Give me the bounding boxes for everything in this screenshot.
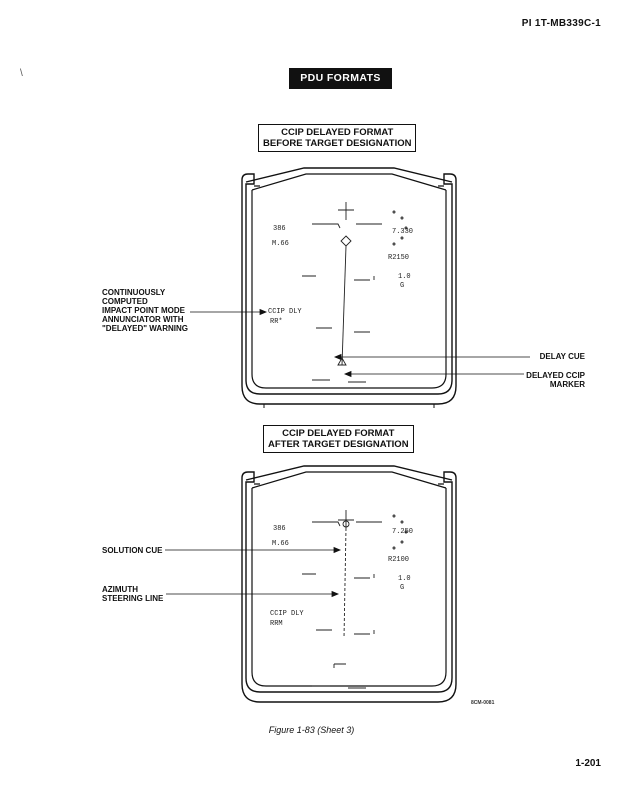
callout-line: MARKER <box>549 380 585 389</box>
callout-solution-cue: SOLUTION CUE <box>102 546 163 555</box>
callout-delayed-ccip-marker: DELAYED CCIP MARKER <box>526 371 585 389</box>
margin-mark: \ <box>20 68 23 79</box>
diagram2-mode-annunciator: CCIP DLY <box>270 610 304 618</box>
callout-line: STEERING LINE <box>102 594 164 603</box>
figure-caption: Figure 1-83 (Sheet 3) <box>268 725 355 735</box>
diagram1-radar-altitude-readout: R2150 <box>388 254 410 262</box>
diagram1-weapon-readout: RR* <box>270 318 283 326</box>
callout-line: CONTINUOUSLY <box>102 288 166 297</box>
diagram2-title-line1: CCIP DELAYED FORMAT <box>282 428 395 439</box>
diagram1-display-frame <box>241 167 457 408</box>
diagram1-mode-annunciator: CCIP DLY <box>268 308 302 316</box>
diagram2-g-label: G <box>400 584 405 592</box>
callout-line: IMPACT POINT MODE <box>102 306 185 315</box>
callout-mode-annunciator: CONTINUOUSLY COMPUTED IMPACT POINT MODE … <box>102 288 188 333</box>
diagram1-g-label: G <box>400 282 405 290</box>
diagram2-g-value: 1.0 <box>398 575 411 583</box>
callout-line: "DELAYED" WARNING <box>102 324 188 333</box>
diagram2-mach-readout: M.66 <box>272 540 289 548</box>
diagram2-title-line2: AFTER TARGET DESIGNATION <box>268 439 409 450</box>
diagram2-display-frame <box>241 465 457 703</box>
figure-code: 8CM-0081 <box>471 700 495 706</box>
diagram1-airspeed-readout: 386 <box>273 225 286 233</box>
callout-azimuth-steering-line: AZIMUTH STEERING LINE <box>102 585 163 603</box>
diagram2-airspeed-readout: 386 <box>273 525 286 533</box>
callout-line: DELAYED CCIP <box>526 371 585 380</box>
diagram1-title-box: CCIP DELAYED FORMAT BEFORE TARGET DESIGN… <box>258 124 417 152</box>
document-number: PI 1T-MB339C-1 <box>521 18 601 29</box>
diagram1-title-line2: BEFORE TARGET DESIGNATION <box>263 138 412 149</box>
diagram2-radar-altitude-readout: R2100 <box>388 556 410 564</box>
callout-delay-cue: DELAY CUE <box>539 352 585 361</box>
page-number: 1-201 <box>575 758 601 769</box>
diagram2-range-readout: 7.250 <box>392 528 414 536</box>
diagram2-weapon-readout: RRM <box>270 620 283 628</box>
diagram2-title-box: CCIP DELAYED FORMAT AFTER TARGET DESIGNA… <box>263 425 414 453</box>
diagram1-g-value: 1.0 <box>398 273 411 281</box>
callout-line: ANNUNCIATOR WITH <box>102 315 184 324</box>
callout-line: AZIMUTH <box>102 585 138 594</box>
diagram1-range-readout: 7.330 <box>392 228 414 236</box>
diagram1-title-line1: CCIP DELAYED FORMAT <box>281 127 394 138</box>
callout-line: COMPUTED <box>102 297 148 306</box>
diagram1-mach-readout: M.66 <box>272 240 289 248</box>
section-header: PDU FORMATS <box>289 68 392 89</box>
